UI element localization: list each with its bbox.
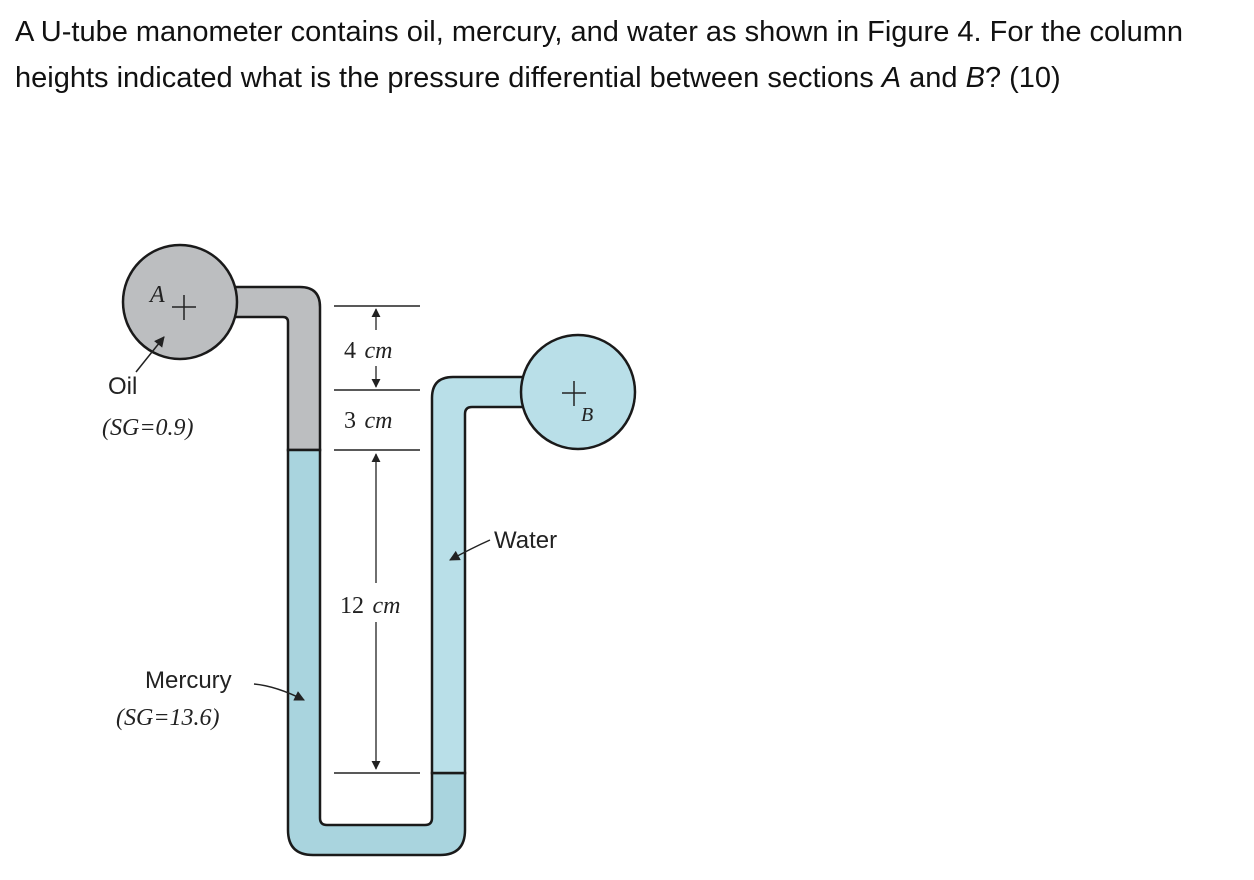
mercury-pointer-arrow (253, 683, 305, 701)
point-a-marker: A (148, 282, 196, 320)
question-text-and: and (901, 61, 966, 94)
question-text-part2: ? (10) (984, 61, 1061, 94)
manometer-tubes (121, 243, 637, 857)
dimension-lines (334, 305, 420, 774)
dim-12cm-value: 12 (340, 593, 364, 619)
dim-3cm-value: 3 (344, 408, 356, 434)
section-a-ref: A (881, 61, 902, 94)
dim-4cm-value: 4 (344, 338, 356, 364)
bulb-a (121, 243, 239, 361)
bulb-b (519, 333, 637, 451)
oil-label: Oil (108, 373, 137, 400)
mercury-sg-label: (SG=13.6) (116, 705, 220, 731)
dim-label-3cm: 3 cm (344, 408, 392, 434)
dim-12cm-unit: cm (372, 593, 400, 619)
dim-label-4cm: 4 cm (344, 338, 392, 364)
water-pointer-arrow (449, 539, 491, 561)
section-b-ref: B (965, 61, 985, 94)
dim-3cm-unit: cm (364, 408, 392, 434)
oil-pointer-arrow (135, 336, 165, 373)
oil-sg-label: (SG=0.9) (102, 415, 194, 441)
water-tube (430, 375, 537, 775)
dim-label-12cm: 12 cm (340, 593, 400, 619)
mercury-label: Mercury (145, 667, 232, 694)
problem-statement: A U-tube manometer contains oil, mercury… (15, 10, 1240, 101)
water-label: Water (494, 527, 557, 554)
point-b-label: B (581, 404, 593, 426)
question-text-part1: A U-tube manometer contains oil, mercury… (15, 16, 1184, 94)
point-a-label: A (148, 282, 165, 308)
point-b-marker: B (562, 381, 593, 426)
dim-4cm-unit: cm (364, 338, 392, 364)
oil-connector-tube (223, 285, 322, 452)
